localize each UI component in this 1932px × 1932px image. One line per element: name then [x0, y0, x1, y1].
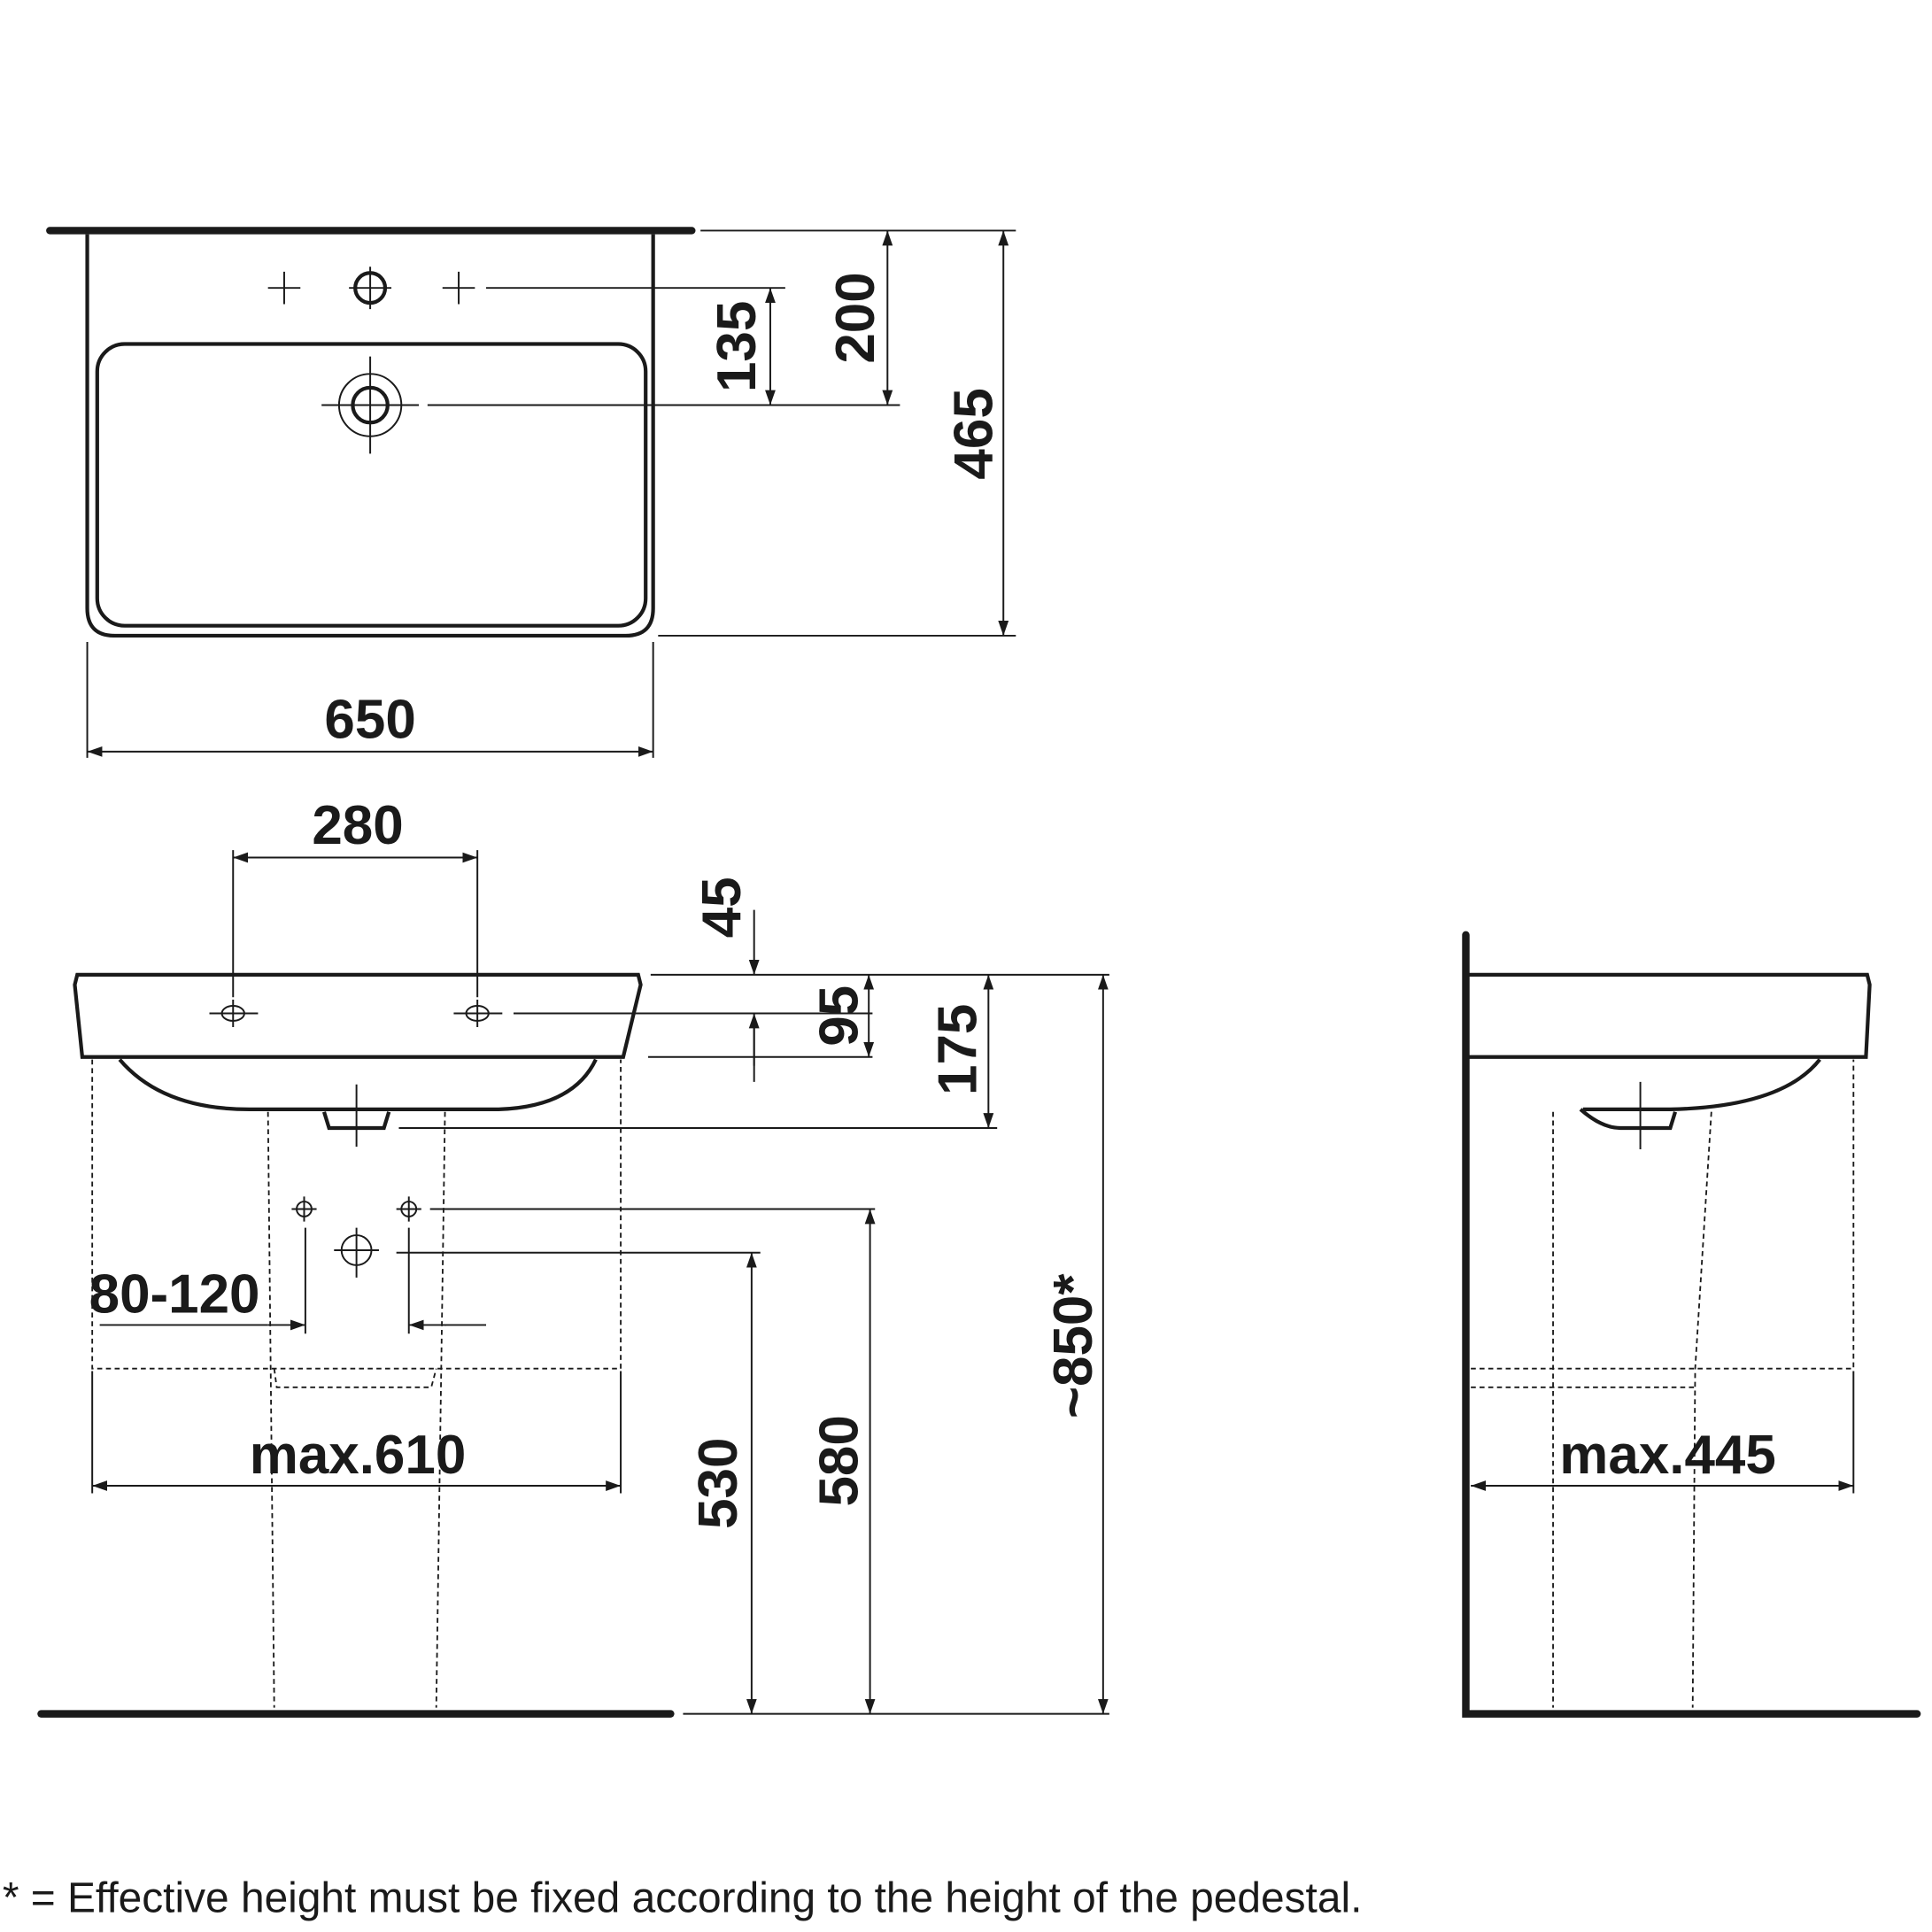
dim-95: 95	[809, 985, 870, 1047]
basin-outline	[85, 234, 655, 638]
dim-580: 580	[809, 1415, 870, 1506]
wall-fixing-holes	[291, 1196, 421, 1278]
dim-135: 135	[707, 301, 768, 392]
wall-and-floor	[1462, 931, 1921, 1718]
side-pedestal-outline	[1471, 1059, 1855, 1708]
dim-200: 200	[825, 272, 886, 363]
dim-850: ~850*	[1043, 1273, 1104, 1419]
tap-hole-marks	[267, 267, 475, 310]
tap-holes-front	[209, 1000, 503, 1027]
front-view: 280 45 95 175 ~850* 80-120 max.610 530 5…	[37, 795, 1109, 1718]
footnote: * = Effective height must be fixed accor…	[3, 1874, 1363, 1921]
side-view: max.445	[1462, 931, 1921, 1718]
bowl-outline	[95, 342, 648, 628]
pedestal-outline	[267, 1111, 446, 1708]
drain-side	[1579, 1108, 1678, 1131]
dim-175: 175	[927, 1004, 988, 1095]
top-view: 135 200 465 650	[46, 227, 1016, 758]
dim-max-610: max.610	[250, 1425, 467, 1486]
dim-465: 465	[944, 388, 1005, 479]
basin-side-outline	[1468, 972, 1872, 1059]
dim-650: 650	[324, 689, 415, 750]
dim-530: 530	[688, 1438, 749, 1529]
dim-max-445: max.445	[1559, 1425, 1776, 1486]
bowl-side-underside	[1582, 1058, 1821, 1112]
dim-280: 280	[312, 795, 403, 856]
basin-front-outline	[73, 972, 643, 1059]
dim-80-120: 80-120	[89, 1264, 260, 1325]
bowl-underside	[118, 1058, 598, 1112]
dim-45: 45	[692, 877, 753, 938]
drain-hole	[321, 356, 420, 454]
